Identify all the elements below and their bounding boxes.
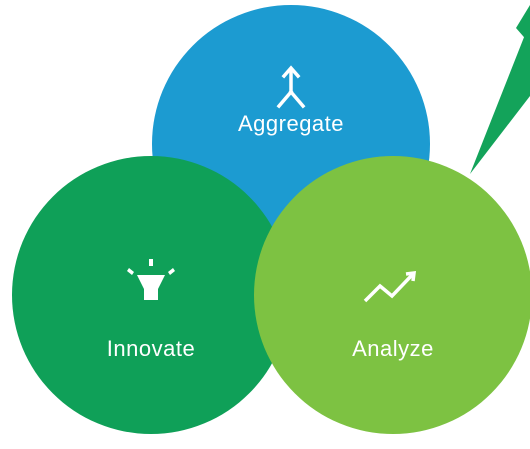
arrow-head-icon bbox=[516, 5, 530, 44]
trend-line-icon bbox=[363, 270, 417, 303]
innovate-circle: Innovate bbox=[12, 156, 290, 434]
upward-arrow-icon bbox=[470, 22, 530, 174]
merge-arrow-icon bbox=[276, 65, 306, 109]
upward-arrow bbox=[470, 5, 530, 174]
analyze-circle: Analyze bbox=[254, 156, 530, 434]
innovate-label: Innovate bbox=[107, 336, 195, 361]
flashlight-icon bbox=[127, 259, 175, 300]
analyze-label: Analyze bbox=[352, 336, 434, 361]
aggregate-label: Aggregate bbox=[238, 111, 344, 136]
